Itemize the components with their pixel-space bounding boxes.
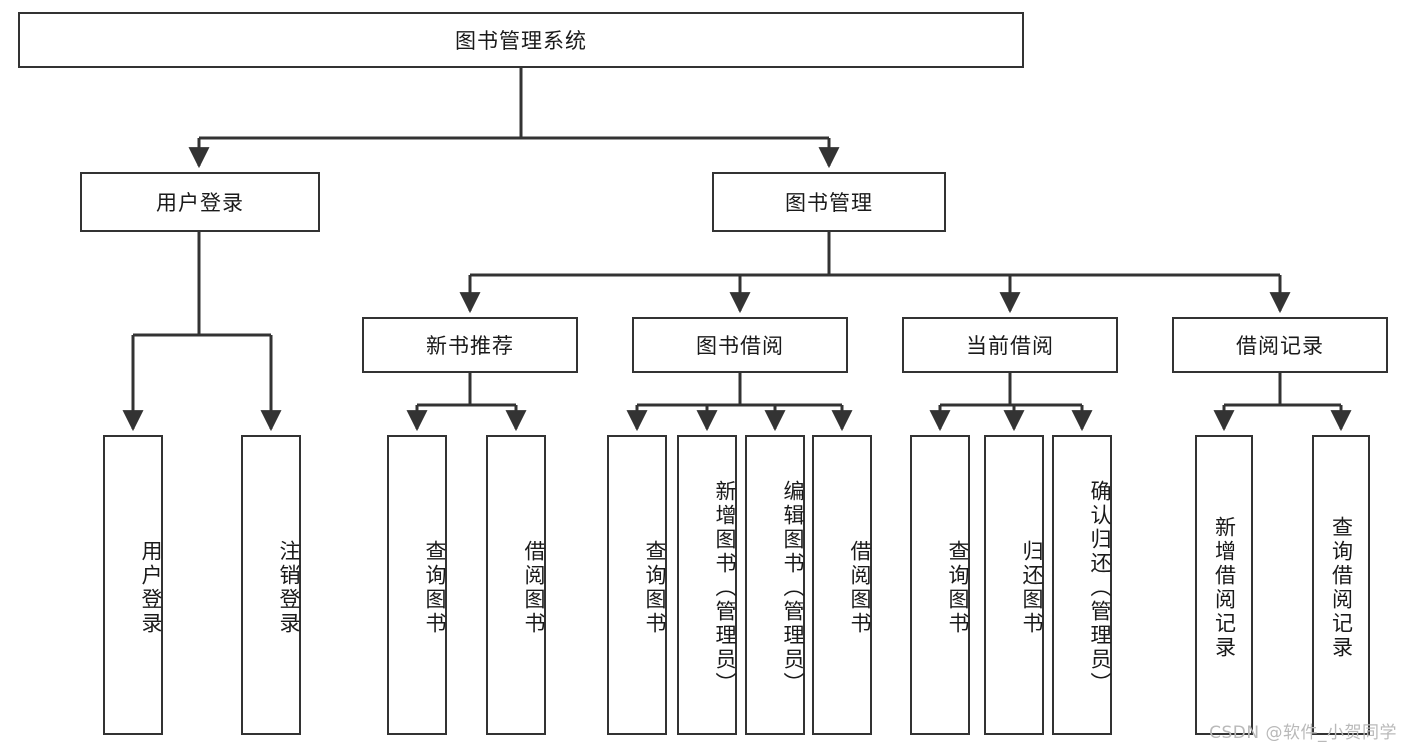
leaf-borrow-book[interactable]: 借阅图书 xyxy=(812,435,872,735)
node-book-management[interactable]: 图书管理 xyxy=(712,172,946,232)
leaf-add-borrow-record[interactable]: 新增借阅记录 xyxy=(1195,435,1253,735)
leaf-add-book-admin[interactable]: 新增图书（管理员） xyxy=(677,435,737,735)
node-new-book-recommend[interactable]: 新书推荐 xyxy=(362,317,578,373)
leaf-query-borrow-record[interactable]: 查询借阅记录 xyxy=(1312,435,1370,735)
node-current-borrow[interactable]: 当前借阅 xyxy=(902,317,1118,373)
leaf-edit-book-admin[interactable]: 编辑图书（管理员） xyxy=(745,435,805,735)
leaf-confirm-return-admin[interactable]: 确认归还（管理员） xyxy=(1052,435,1112,735)
node-root[interactable]: 图书管理系统 xyxy=(18,12,1024,68)
leaf-logout[interactable]: 注销登录 xyxy=(241,435,301,735)
leaf-borrow-book-newbook[interactable]: 借阅图书 xyxy=(486,435,546,735)
node-borrow-record[interactable]: 借阅记录 xyxy=(1172,317,1388,373)
leaf-query-book-borrow[interactable]: 查询图书 xyxy=(607,435,667,735)
watermark-credit: CSDN @软件_小贺同学 xyxy=(1209,723,1397,743)
leaf-user-login[interactable]: 用户登录 xyxy=(103,435,163,735)
leaf-query-book-current[interactable]: 查询图书 xyxy=(910,435,970,735)
leaf-query-book-newbook[interactable]: 查询图书 xyxy=(387,435,447,735)
leaf-return-book[interactable]: 归还图书 xyxy=(984,435,1044,735)
node-book-borrow[interactable]: 图书借阅 xyxy=(632,317,848,373)
node-user-login[interactable]: 用户登录 xyxy=(80,172,320,232)
